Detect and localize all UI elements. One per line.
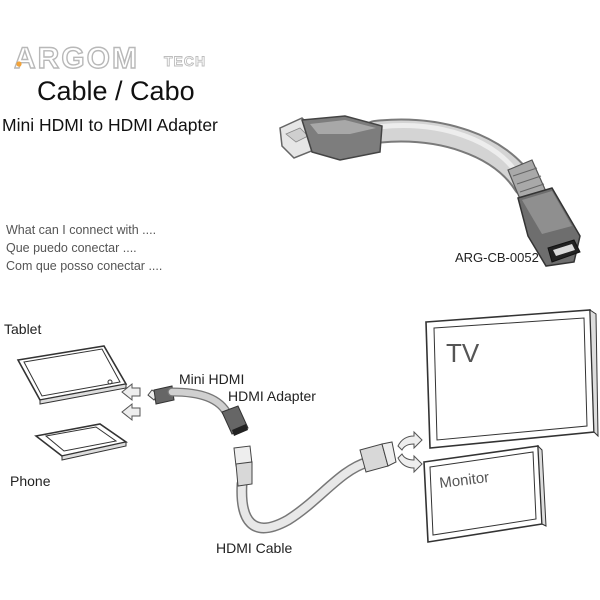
question-pt: Com que posso conectar ....	[6, 259, 163, 273]
hdmi-cable-diagram	[233, 441, 397, 534]
tablet-device	[16, 345, 128, 405]
question-en: What can I connect with ....	[6, 223, 157, 237]
monitor-display: Monitor	[423, 444, 547, 543]
tv-label: TV	[446, 338, 480, 368]
hdmi-adapter-label: HDMI Adapter	[228, 388, 316, 404]
display-arrows-icon	[397, 430, 423, 474]
mini-hdmi-label: Mini HDMI	[179, 371, 245, 387]
mini-hdmi-adapter-diagram	[147, 385, 249, 436]
phone-device	[34, 423, 128, 461]
product-title: Cable / Cabo	[37, 76, 195, 106]
argom-tech-logo: ARGOM TECH	[14, 41, 206, 74]
tv-display: TV	[425, 309, 599, 449]
brand-name: ARGOM	[14, 42, 139, 74]
monitor-label: Monitor	[438, 469, 490, 492]
brand-dot-icon	[16, 61, 22, 67]
hdmi-cable-label: HDMI Cable	[216, 540, 293, 556]
question-es: Que puedo conectar ....	[6, 241, 137, 255]
product-subtitle: Mini HDMI to HDMI Adapter	[2, 115, 218, 135]
adapter-product-image	[279, 115, 581, 267]
brand-suffix: TECH	[164, 53, 206, 69]
phone-label: Phone	[10, 473, 51, 489]
device-arrows-icon	[121, 382, 141, 422]
tablet-label: Tablet	[4, 321, 42, 337]
model-number: ARG-CB-0052	[455, 250, 539, 265]
